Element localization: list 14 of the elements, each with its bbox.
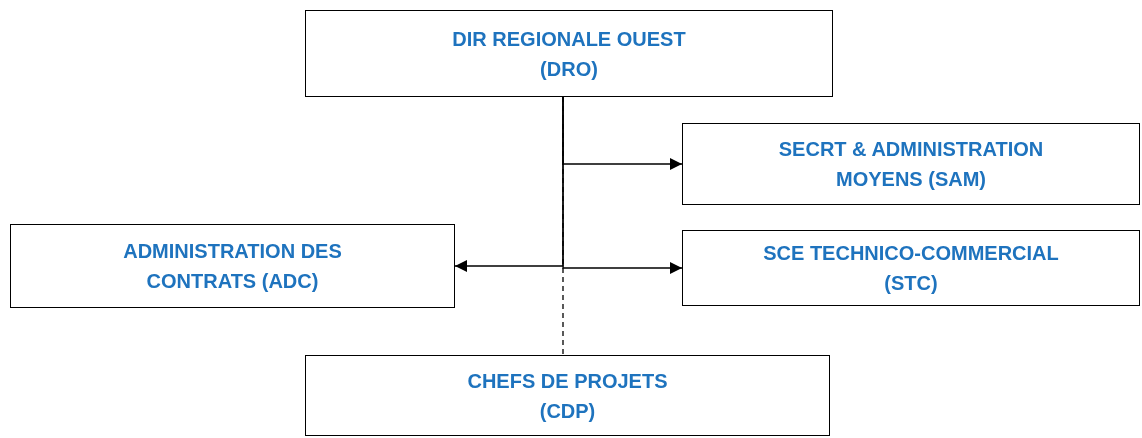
unit-name: ADMINISTRATION DES CONTRATS (ADC) (122, 239, 343, 294)
unit-name: (STC) (884, 271, 938, 296)
unit-name: (CDP) (539, 398, 596, 424)
unit-name: DIR REGIONALE OUEST (452, 26, 686, 52)
org-box (10, 224, 455, 308)
unit-name: CHEFS DE PROJETS (467, 368, 668, 394)
org-box (305, 355, 830, 436)
org-box (305, 10, 833, 97)
unit-name: (DRO) (540, 56, 598, 82)
connector-arrow (562, 96, 683, 274)
org-box (682, 230, 1140, 306)
org-box (682, 123, 1140, 205)
unit-name: SECRT & ADMINISTRATION MOYENS (SAM) (777, 137, 1045, 192)
unit-name: SCE TECHNICO-COMMERCIAL (763, 241, 1059, 266)
